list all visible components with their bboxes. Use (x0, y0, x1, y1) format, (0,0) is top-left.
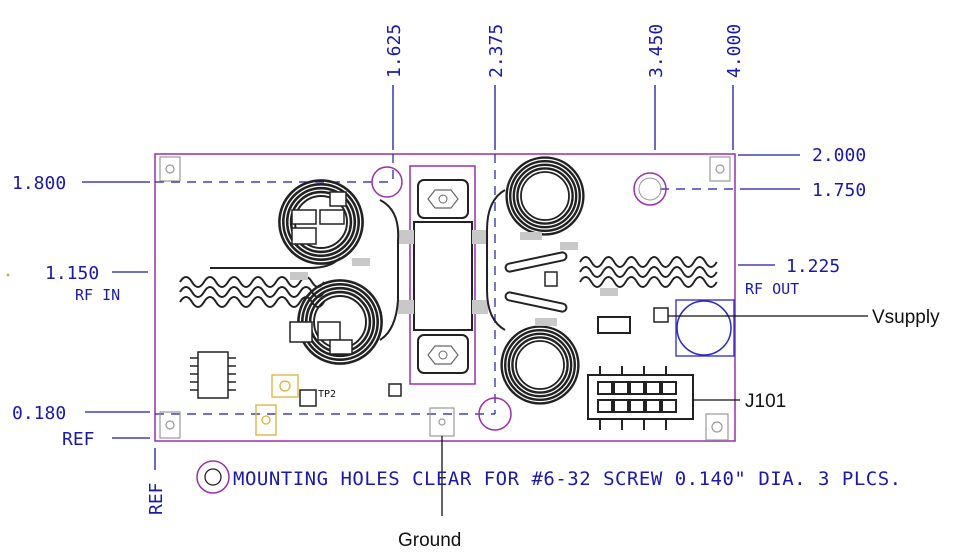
dim-top-1625: 1.625 (384, 24, 405, 78)
ground-callout: Ground (398, 530, 461, 551)
toroid-coil-lower-right (500, 325, 580, 405)
small-component-c1 (544, 271, 558, 287)
dim-right-1225: 1.225 (786, 256, 840, 277)
small-component-c2 (597, 316, 631, 334)
strip-lines (210, 189, 568, 341)
dim-top-2375: 2.375 (486, 24, 507, 78)
rf-out-label: RF OUT (745, 280, 799, 298)
ic-chip (190, 351, 236, 399)
rf-in-label: RF IN (75, 286, 120, 304)
vsupply-callout: Vsupply (872, 307, 940, 328)
small-component-c4 (388, 383, 402, 397)
dim-bottom-ref: REF (146, 482, 167, 515)
small-component-c3 (653, 307, 669, 323)
j101-connector (587, 366, 694, 430)
mounting-hole-symbol (196, 460, 230, 494)
corner-pads (159, 156, 731, 441)
air-coil-rf-out (579, 256, 718, 288)
vsupply-terminal (675, 299, 735, 357)
test-point-yellow (255, 374, 299, 436)
dim-top-4000: 4.000 (724, 24, 745, 78)
dim-left-ref: REF (62, 429, 95, 450)
tp2-label: TP2 (318, 389, 336, 400)
j101-callout: J101 (745, 391, 786, 412)
mounting-holes-note: MOUNTING HOLES CLEAR FOR #6-32 SCREW 0.1… (233, 468, 902, 490)
dimension-leaders (82, 85, 800, 470)
board-outline (154, 153, 736, 442)
mounting-holes (371, 166, 512, 431)
rf-transistor-package (398, 165, 488, 385)
dim-top-3450: 3.450 (646, 24, 667, 78)
test-point-tp2-pad (299, 389, 317, 407)
toroid-coil-upper-right (505, 156, 585, 236)
dimension-guides (155, 154, 735, 415)
ground-pads (429, 407, 455, 437)
dim-left-1150: 1.150 (45, 263, 99, 284)
dim-left-0180: 0.180 (12, 403, 66, 424)
dim-left-1800: 1.800 (12, 173, 66, 194)
mounting-hole-right (633, 172, 667, 206)
dim-right-1750: 1.750 (812, 180, 866, 201)
dim-right-2000: 2.000 (812, 145, 866, 166)
